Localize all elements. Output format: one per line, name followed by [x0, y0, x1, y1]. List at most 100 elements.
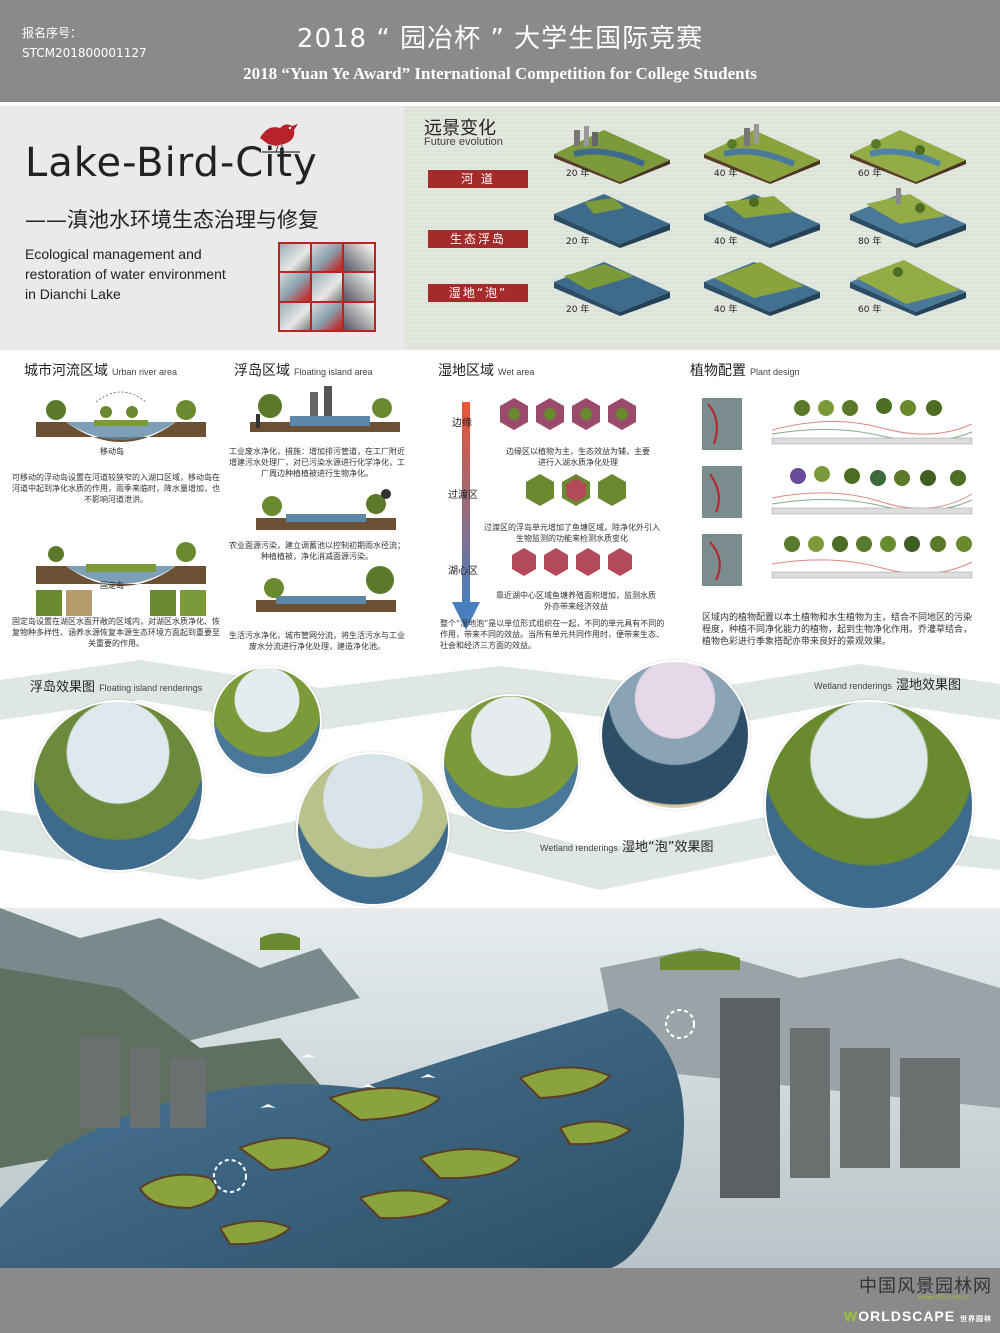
- wetland-bubble-renderings-title: Wetland renderings 湿地“泡”效果图: [540, 836, 714, 855]
- plant-configuration-drawing: [702, 398, 973, 586]
- evolution-year-label: 60 年: [858, 169, 882, 179]
- wet-edge-text: 边缘区以植物为主，生态效益为辅，主要进行入湖水质净化处理: [506, 447, 650, 467]
- wetland-bubble-renderings-title-cn: 湿地“泡”效果图: [622, 840, 714, 855]
- footer-logo-rest: ORLDSCAPE: [858, 1308, 956, 1324]
- renderings-section: 浮岛效果图 Floating island renderings Wetland…: [0, 660, 1000, 910]
- domestic-section-drawing: [256, 566, 396, 612]
- floating-rendering-1: [32, 700, 204, 872]
- red-bird-icon: [260, 124, 300, 153]
- evolution-block: [694, 188, 824, 248]
- industrial-section-drawing: [250, 386, 400, 432]
- plant-design-title-cn: 植物配置: [690, 363, 746, 379]
- evolution-block: [544, 124, 674, 184]
- evolution-row-label-island: 生态浮岛: [428, 230, 528, 248]
- bird-photo: [344, 244, 374, 272]
- evolution-row-label-river: 河 道: [428, 170, 528, 188]
- registration-number: STCM201800001127: [22, 46, 147, 60]
- footer-worldscape-logo: WORLDSCAPE 世界园林: [844, 1308, 992, 1324]
- bird-photo-grid: [278, 242, 376, 332]
- edge-hex-cells: [500, 398, 636, 430]
- floating-renderings-title-cn: 浮岛效果图: [30, 680, 96, 695]
- future-evolution-panel: 远景变化 Future evolution 河 道 生态浮岛 湿地“泡” 20 …: [404, 106, 1000, 350]
- bird-photo: [280, 273, 310, 301]
- floating-island-title: 浮岛区域 Floating island area: [234, 360, 373, 380]
- evolution-title: 远景变化: [424, 118, 496, 139]
- zone-analysis-section: 城市河流区域 Urban river area 移动岛 可移动的浮动岛设置在河道较…: [0, 350, 1000, 660]
- evolution-year-label: 20 年: [566, 305, 590, 315]
- project-title: Lake-Bird-City: [25, 140, 318, 186]
- footer-logo-initial: W: [843, 1308, 859, 1324]
- footer-site-url: www.chla.com.cn: [917, 1294, 970, 1301]
- footer-logo-small: 世界园林: [960, 1316, 992, 1323]
- wet-core-text: 靠近湖中心区域鱼塘养殖面积增加，监测水质外亦带来经济效益: [496, 591, 656, 611]
- floating-island-title-cn: 浮岛区域: [234, 363, 290, 379]
- competition-title-en: 2018 “Yuan Ye Award” International Compe…: [243, 64, 757, 83]
- evolution-row-label-wetland: 湿地“泡”: [428, 284, 528, 302]
- urban-river-title: 城市河流区域 Urban river area: [24, 360, 177, 380]
- wet-edge-label: 边缘: [452, 418, 472, 429]
- poster-footer: 中国风景园林网 www.chla.com.cn WORLDSCAPE 世界园林: [0, 1268, 1000, 1333]
- wetland-rendering: [764, 700, 974, 910]
- project-desc-line-2: restoration of water environment: [25, 266, 226, 282]
- bird-photo: [344, 273, 374, 301]
- plant-design-title-en: Plant design: [750, 367, 800, 377]
- bird-photo: [280, 302, 310, 330]
- floating-renderings-title: 浮岛效果图 Floating island renderings: [30, 676, 202, 695]
- movable-island-section-drawing: [36, 391, 206, 442]
- urban-river-title-en: Urban river area: [112, 367, 178, 377]
- industrial-wastewater-text: 工业废水净化，措施：增加排污管道，在工厂附近增建污水处理厂，对已污染水源进行化学…: [229, 447, 405, 478]
- evolution-block: [544, 188, 674, 248]
- bird-photo: [312, 273, 342, 301]
- wet-summary-text: 整个“湿地泡”是以单位形式组织在一起，不同的单元具有不同的作用，带来不同的效益。…: [440, 619, 665, 650]
- plant-design-title: 植物配置 Plant design: [690, 360, 800, 380]
- wet-transition-text: 过渡区的浮岛单元增加了鱼塘区域，除净化外引入生物监测的功能来检测水质变化: [484, 523, 660, 543]
- agricultural-pollution-text: 农业面源污染，建立调蓄池以控制初期雨水径流；种植植被，净化消减面源污染。: [229, 541, 405, 561]
- project-title-block: Lake-Bird-City ——滇池水环境生态治理与修复 Ecological…: [0, 106, 404, 350]
- gradient-arrow: [452, 402, 480, 630]
- registration-label: 报名序号：: [22, 26, 83, 40]
- wet-core-label: 湖心区: [448, 566, 478, 577]
- wetland-bubble-renderings-title-en: Wetland renderings: [540, 843, 618, 853]
- wetland-bubble-rendering-2: [600, 660, 750, 810]
- fixed-island-text: 固定岛设置在湖区水面开敞的区域内，对湖区水质净化、恢复物种多样性、涵养水源恢复本…: [12, 617, 220, 648]
- aerial-rendering: [0, 908, 1000, 1270]
- movable-island-text: 可移动的浮动岛设置在河道较狭窄的入湖口区域，移动岛在河道中起到净化水质的作用，雨…: [12, 473, 220, 504]
- agricultural-section-drawing: [256, 489, 396, 530]
- wetland-renderings-title-en: Wetland renderings: [814, 681, 892, 691]
- urban-river-title-cn: 城市河流区域: [24, 363, 108, 379]
- evolution-year-label: 40 年: [714, 305, 738, 315]
- floating-rendering-2: [212, 666, 322, 776]
- project-subtitle-cn: ——滇池水环境生态治理与修复: [25, 208, 319, 232]
- floating-renderings-title-en: Floating island renderings: [99, 683, 203, 693]
- footer-site-name-cn: 中国风景园林网: [859, 1276, 992, 1297]
- bird-photo: [312, 244, 342, 272]
- bird-photo: [280, 244, 310, 272]
- project-desc-line-3: in Dianchi Lake: [25, 286, 121, 302]
- bird-photo: [312, 302, 342, 330]
- aerial-master-plan: [0, 908, 1000, 1270]
- poster-header: 报名序号： STCM201800001127 2018 “ 园冶杯 ” 大学生国…: [0, 0, 1000, 102]
- wet-transition-label: 过渡区: [448, 490, 478, 501]
- evolution-subtitle: Future evolution: [424, 136, 503, 148]
- wetland-renderings-title-cn: 湿地效果图: [896, 678, 962, 693]
- competition-title-cn: 2018 “ 园冶杯 ” 大学生国际竞赛: [296, 24, 704, 54]
- wetland-renderings-title: Wetland renderings 湿地效果图: [814, 674, 961, 693]
- plant-design-text: 区域内的植物配置以本土植物和水生植物为主，结合不同地区的污染程度，种植不同净化能…: [702, 613, 973, 647]
- floating-island-title-en: Floating island area: [294, 367, 373, 377]
- floating-rendering-3: [296, 752, 450, 906]
- evolution-year-label: 20 年: [566, 237, 590, 247]
- core-hex-cells: [512, 548, 632, 576]
- transition-hex-cells: [526, 474, 626, 506]
- evolution-block: [840, 256, 970, 316]
- evolution-year-label: 40 年: [714, 169, 738, 179]
- evolution-block: [840, 188, 970, 248]
- project-desc-line-1: Ecological management and: [25, 246, 202, 262]
- evolution-block: [694, 256, 824, 316]
- evolution-year-label: 80 年: [858, 237, 882, 247]
- evolution-year-label: 60 年: [858, 305, 882, 315]
- domestic-sewage-text: 生活污水净化，城市管网分流，将生活污水与工业废水分流进行净化处理，建造净化池。: [229, 631, 405, 651]
- wet-area-title-en: Wet area: [498, 367, 535, 377]
- evolution-block: [694, 124, 824, 184]
- movable-island-label: 移动岛: [100, 447, 124, 456]
